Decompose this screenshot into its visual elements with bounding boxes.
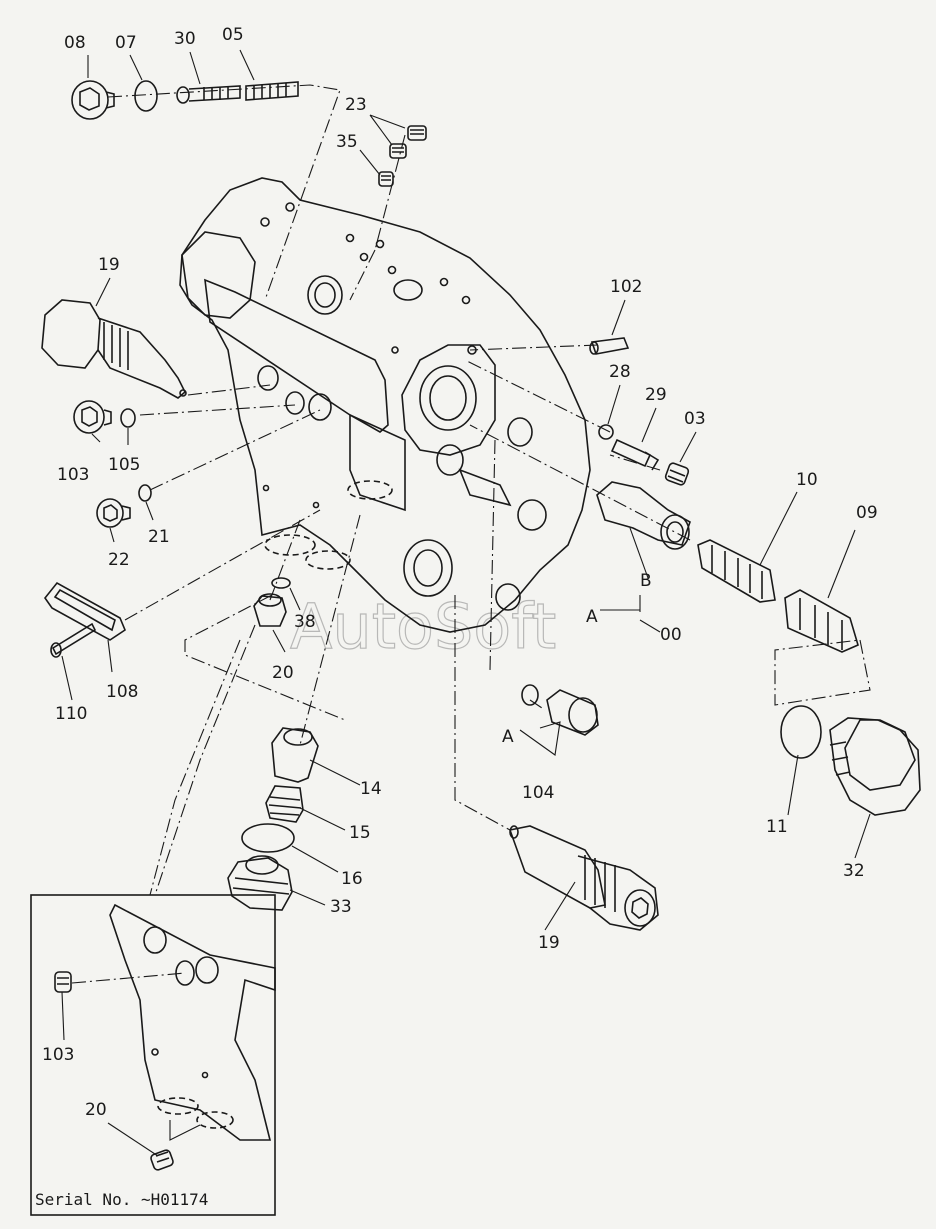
part-08-plug [71, 80, 115, 120]
label-102: 102 [610, 277, 642, 297]
part-33-plug [227, 855, 293, 911]
part-23b-plug [389, 143, 407, 159]
label-05: 05 [222, 25, 244, 45]
label-09: 09 [856, 503, 878, 523]
label-23: 23 [345, 95, 367, 115]
label-14: 14 [360, 779, 382, 799]
part-14-plug [271, 727, 319, 783]
label-33: 33 [330, 897, 352, 917]
part-22-plug [96, 498, 131, 528]
label-38: 38 [294, 612, 316, 632]
label-11: 11 [766, 817, 788, 837]
part-20-inset-plug [150, 1149, 174, 1171]
part-09-spring [784, 589, 859, 653]
label-30: 30 [174, 29, 196, 49]
label-103-upper: 103 [57, 465, 89, 485]
part-19-relief-valve-lower [508, 825, 659, 931]
part-16-o-ring [241, 823, 295, 853]
part-21-o-ring [138, 484, 152, 502]
label-35: 35 [336, 132, 358, 152]
part-20-plug [253, 593, 287, 627]
label-15: 15 [349, 823, 371, 843]
label-07: 07 [115, 33, 137, 53]
label-A-upper: A [586, 607, 598, 627]
part-19-relief-valve-upper [41, 299, 187, 399]
label-21: 21 [148, 527, 170, 547]
part-10-spring [697, 539, 776, 603]
leader-lines [61, 49, 871, 1157]
part-103-plug [73, 400, 112, 434]
part-05-spring [245, 81, 299, 101]
part-105-o-ring [120, 408, 136, 428]
part-38-o-ring [271, 577, 291, 589]
part-32-plug [829, 717, 921, 816]
label-20-inset: 20 [85, 1100, 107, 1120]
label-10: 10 [796, 470, 818, 490]
label-A-lower: A [502, 727, 514, 747]
label-16: 16 [341, 869, 363, 889]
label-103-inset: 103 [42, 1045, 74, 1065]
label-105: 105 [108, 455, 140, 475]
label-22: 22 [108, 550, 130, 570]
part-110-screw [50, 622, 97, 658]
serial-inset-frame [30, 894, 276, 1216]
part-00-spool [596, 481, 691, 550]
label-03: 03 [684, 409, 706, 429]
label-00: 00 [660, 625, 682, 645]
center-lines [71, 84, 871, 984]
label-20-upper: 20 [272, 663, 294, 683]
part-29-pin [610, 438, 660, 471]
label-28: 28 [609, 362, 631, 382]
label-32: 32 [843, 861, 865, 881]
label-108: 108 [106, 682, 138, 702]
label-19-lower: 19 [538, 933, 560, 953]
part-30-screw [176, 85, 241, 104]
label-29: 29 [645, 385, 667, 405]
part-03-plug [664, 462, 690, 486]
part-23-plug [407, 125, 427, 141]
label-19-upper: 19 [98, 255, 120, 275]
part-103-inset-plug [54, 971, 72, 993]
label-110: 110 [55, 704, 87, 724]
part-07-o-ring [134, 80, 158, 112]
part-15-spring [265, 785, 304, 823]
part-108-cover [44, 581, 126, 641]
part-28-ball [598, 424, 614, 440]
valve-body [179, 177, 591, 633]
label-B: B [640, 571, 652, 591]
label-08: 08 [64, 33, 86, 53]
part-11-o-ring [780, 705, 822, 759]
serial-number-note: Serial No. ~H01174 [35, 1190, 208, 1209]
part-102-pin [589, 337, 630, 355]
part-labels: 08 07 30 05 23 35 19 102 28 29 03 103 10… [42, 25, 878, 1120]
part-a-o-ring [521, 684, 539, 706]
part-35-plug [378, 171, 394, 187]
label-104: 104 [522, 783, 554, 803]
part-104-plug [546, 689, 599, 736]
